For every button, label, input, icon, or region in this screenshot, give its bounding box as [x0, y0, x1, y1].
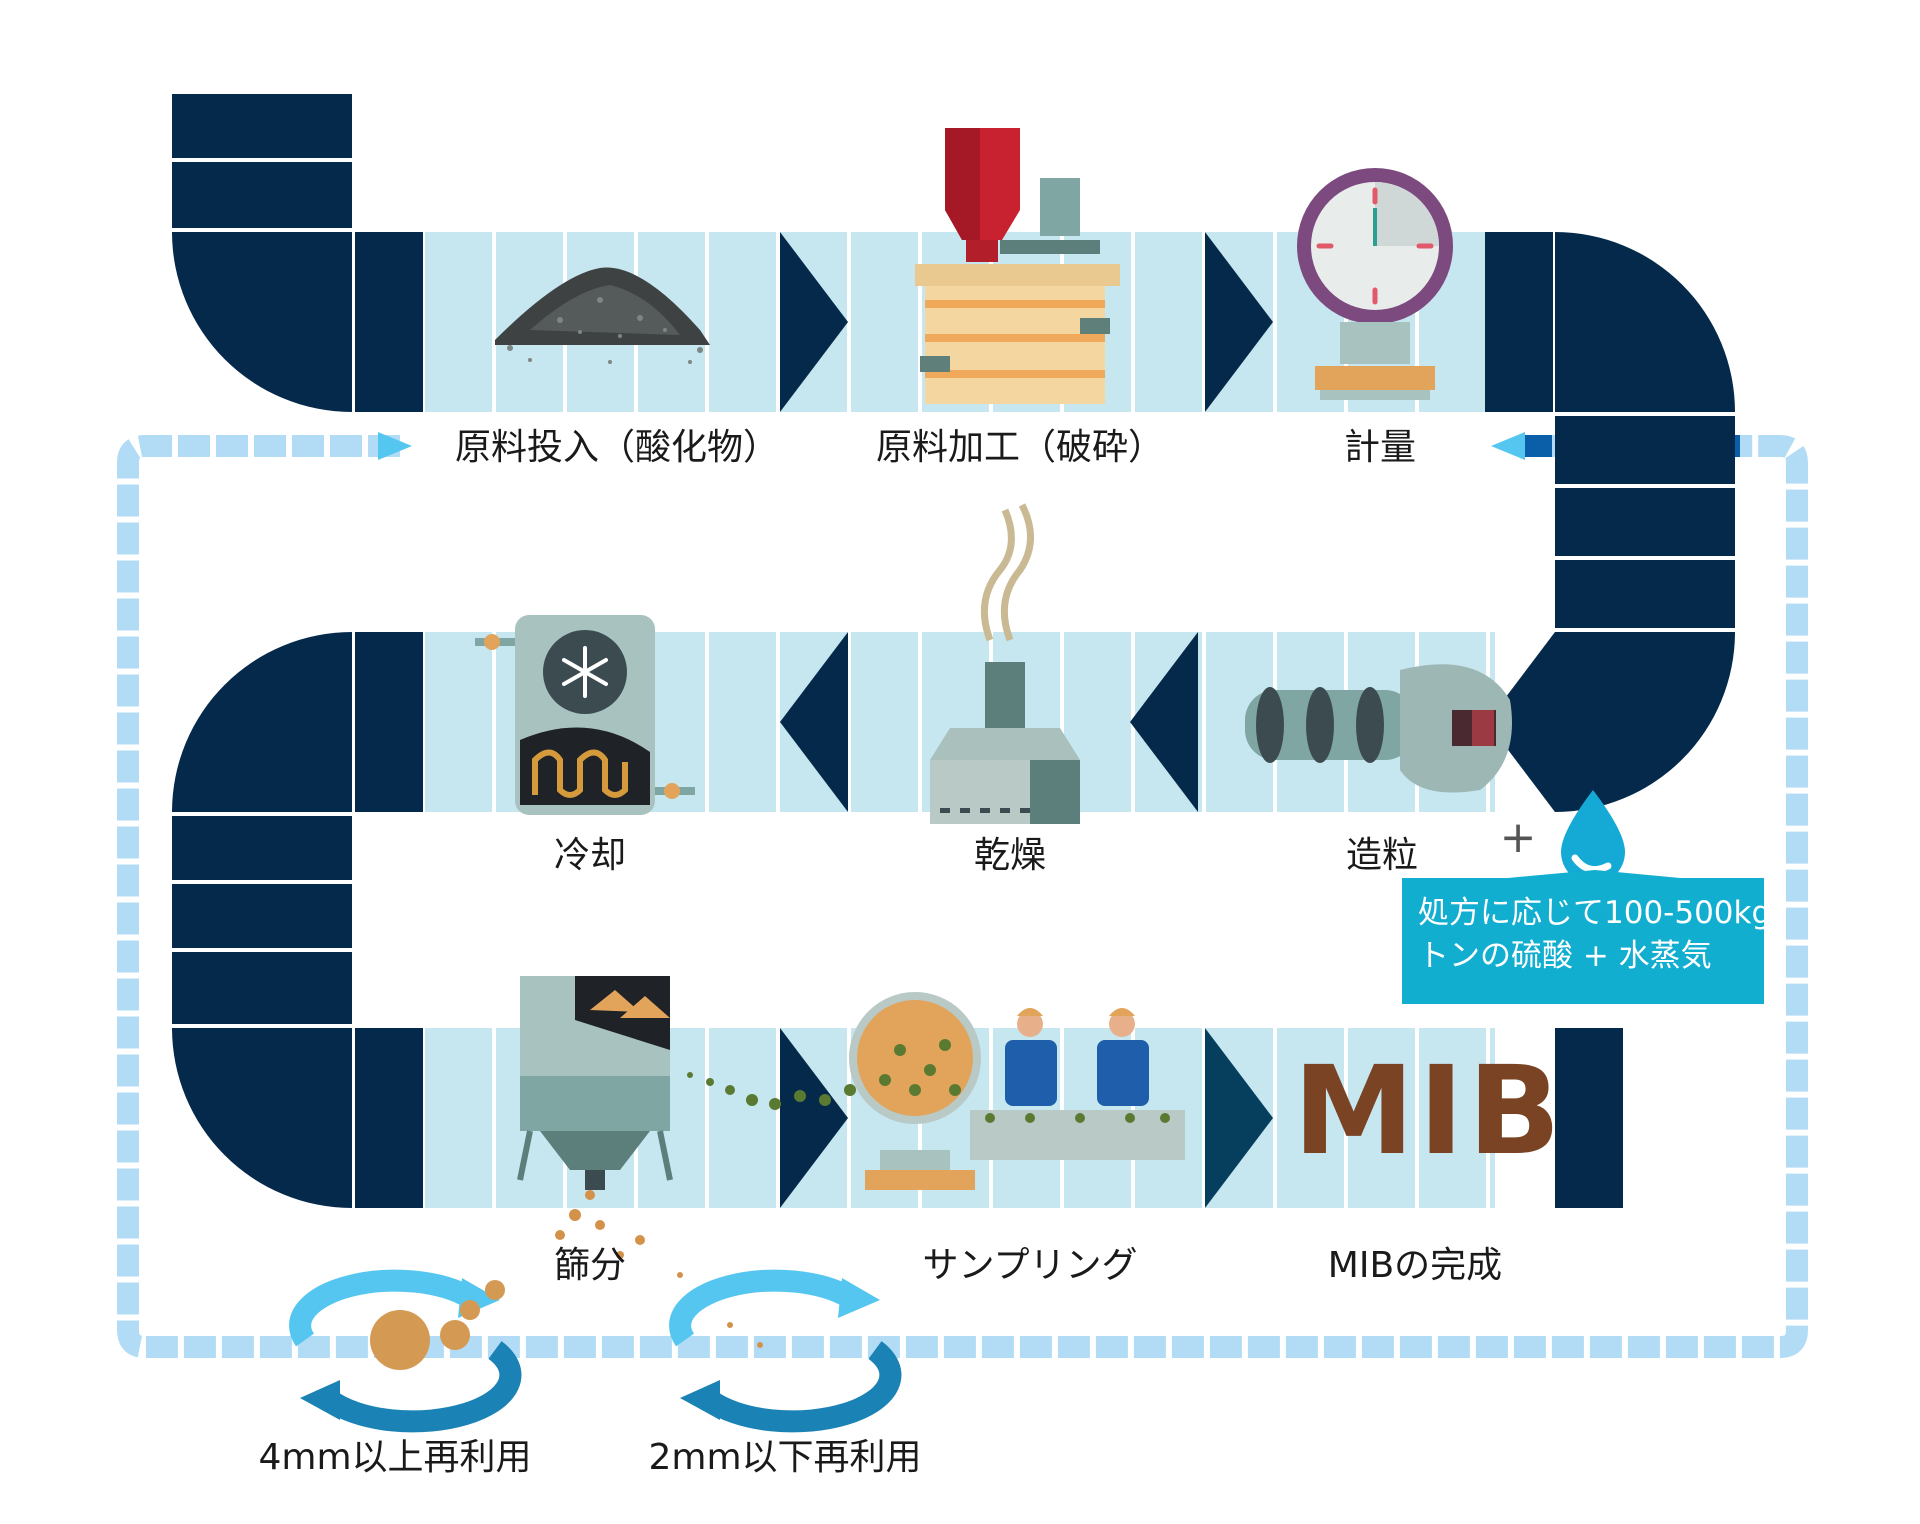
raw-material-pile-icon: [495, 267, 710, 364]
weighing-scale-icon: [1297, 168, 1453, 400]
recycle-label-over-4mm: 4mm以上再利用: [258, 1437, 532, 1478]
screening-machine-icon: [517, 976, 673, 1190]
step-label-processing: 原料加工（破砕）: [875, 427, 1165, 468]
step-label-complete: MIBの完成: [1327, 1245, 1503, 1286]
worker-figures: [1005, 1008, 1149, 1106]
step-label-drying: 乾燥: [973, 835, 1047, 876]
additive-note-line1: 処方に応じて100-500kg/: [1418, 895, 1782, 931]
step-label-screening: 篩分: [553, 1245, 627, 1286]
crusher-machine-icon: [915, 128, 1120, 404]
step-label-weighing: 計量: [1343, 427, 1417, 468]
flow-chevrons: [355, 232, 1555, 1208]
additive-note-line2: トンの硫酸 + 水蒸気: [1418, 938, 1712, 974]
granule-particles: [555, 1072, 856, 1348]
mib-product-logo: MIB: [1293, 1040, 1565, 1182]
dryer-chimney-icon: [930, 503, 1080, 824]
plus-sign: +: [1499, 812, 1537, 863]
step-label-raw-input: 原料投入（酸化物）: [454, 427, 780, 468]
recycle-4mm-icon: [289, 1269, 522, 1433]
sampling-station-icon: [849, 992, 1185, 1190]
water-drop-icon: [1561, 790, 1625, 884]
step-label-sampling: サンプリング: [922, 1245, 1138, 1286]
step-label-cooling: 冷却: [553, 835, 627, 876]
recycle-2mm-icon: [669, 1269, 902, 1433]
cooler-unit-icon: [475, 615, 695, 815]
additive-note: 処方に応じて100-500kg/ トンの硫酸 + 水蒸気: [1402, 878, 1782, 1004]
callout-pointer: [1508, 870, 1680, 878]
step-label-granulation: 造粒: [1345, 835, 1419, 876]
granulator-drum-icon: [1245, 664, 1512, 793]
recycle-label-under-2mm: 2mm以下再利用: [648, 1437, 922, 1478]
